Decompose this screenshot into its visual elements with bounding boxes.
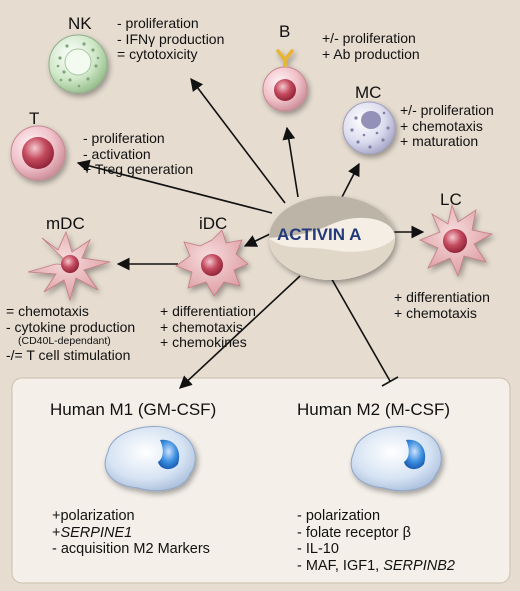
- mdc-effect: = chemotaxis: [6, 303, 89, 319]
- m2-effect-genes: - MAF, IGF1,: [297, 557, 384, 574]
- idc-effect: + differentiation: [160, 303, 256, 319]
- m1-effect-gene: SERPINE1: [60, 524, 133, 541]
- mdc-cell-icon: [27, 230, 111, 302]
- t-cell-name: T: [29, 109, 40, 128]
- mdc-effect: -/= T cell stimulation: [6, 347, 131, 363]
- t-effect: - activation: [83, 145, 151, 162]
- m2-title: Human M2 (M-CSF): [297, 400, 451, 419]
- arrow-to-nk: [190, 77, 286, 204]
- m1-effects: +polarization +SERPINE1 - acquisition M2…: [52, 508, 210, 558]
- arrow-to-t: [76, 159, 273, 214]
- m2-effects: - polarization - folate receptor β - IL-…: [297, 508, 455, 574]
- idc-effect: + chemokines: [160, 334, 247, 350]
- nk-effect: = cytotoxicity: [117, 46, 198, 62]
- idc-cell-icon: [175, 229, 249, 297]
- arrow-to-m1: [179, 275, 301, 389]
- lc-cell-name: LC: [440, 190, 462, 209]
- arrow-to-mc: [340, 162, 360, 200]
- m1-effect: +polarization: [52, 508, 135, 524]
- b-effect: +/- proliferation: [322, 30, 416, 46]
- m2-macrophage-icon: [350, 425, 442, 492]
- b-effects: +/- proliferation + Ab production: [322, 30, 420, 62]
- mc-effect: +/- proliferation: [400, 102, 494, 118]
- lc-effect: + chemotaxis: [394, 304, 477, 321]
- arrow-to-idc: [243, 233, 271, 247]
- m1-macrophage-icon: [104, 425, 196, 492]
- mdc-effects: = chemotaxis - cytokine production (CD40…: [6, 303, 136, 364]
- t-effects: - proliferation - activation + Treg gene…: [83, 130, 194, 178]
- nk-cell-name: NK: [68, 14, 92, 33]
- m2-effect: - MAF, IGF1, SERPINB2: [297, 558, 455, 575]
- activin-a-label: ACTIVIN A: [277, 225, 362, 244]
- arrows: [76, 77, 425, 389]
- lc-cell-icon: [418, 203, 494, 278]
- m2-effect-gene: SERPINB2: [383, 557, 455, 574]
- lc-effect: + differentiation: [394, 289, 490, 305]
- inhibit-to-m2: [329, 275, 391, 382]
- mdc-effect: (CD40L-dependant): [18, 335, 111, 347]
- m1-title: Human M1 (GM-CSF): [50, 400, 217, 419]
- idc-effects: + differentiation + chemotaxis + chemoki…: [160, 303, 256, 351]
- idc-effect: + chemotaxis: [160, 318, 243, 335]
- idc-cell-name: iDC: [199, 214, 228, 233]
- mdc-cell-name: mDC: [46, 214, 85, 233]
- nk-effects: - proliferation - IFNγ production = cyto…: [117, 15, 225, 63]
- lc-effects: + differentiation + chemotaxis: [394, 289, 490, 321]
- inhibit-bar-m2: [381, 376, 399, 387]
- mc-cell-icon: [342, 101, 396, 155]
- nk-effect: - proliferation: [117, 15, 199, 31]
- m2-effect: - IL-10: [297, 541, 339, 557]
- m2-effect: - folate receptor β: [297, 524, 411, 541]
- b-cell-icon: [262, 49, 308, 112]
- b-cell-name: B: [279, 22, 291, 41]
- nk-effect: - IFNγ production: [117, 30, 225, 47]
- mc-effect: + chemotaxis: [400, 117, 483, 134]
- m2-effect: - polarization: [297, 508, 381, 524]
- m1-effect: - acquisition M2 Markers: [52, 541, 210, 557]
- m1-effect: +SERPINE1: [52, 525, 210, 542]
- mc-cell-name: MC: [355, 83, 382, 102]
- mc-effect: + maturation: [400, 133, 479, 149]
- arrow-to-b: [282, 126, 299, 198]
- t-effect: - proliferation: [83, 130, 165, 146]
- m1-effect-prefix: +: [52, 524, 61, 541]
- nk-cell-icon: [48, 34, 108, 94]
- t-effect: + Treg generation: [83, 161, 194, 177]
- t-cell-icon: [10, 125, 66, 181]
- mc-effects: +/- proliferation + chemotaxis + maturat…: [400, 102, 494, 150]
- activin-a-node: [269, 196, 395, 280]
- mdc-effect: - cytokine production: [6, 318, 136, 335]
- b-effect: + Ab production: [322, 45, 420, 62]
